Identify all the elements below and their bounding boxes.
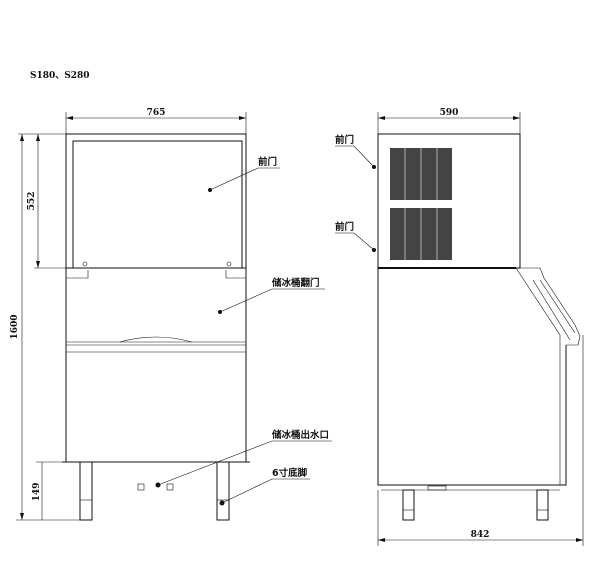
dim-width-side: 590: [440, 108, 459, 118]
label-feet: 6寸底脚: [272, 467, 308, 479]
label-front-door: 前门: [258, 156, 277, 168]
label-front-door-side-2: 前门: [335, 221, 354, 233]
side-view: 590 842 前门 前门: [335, 108, 584, 546]
dim-depth: 842: [471, 530, 490, 540]
dim-width-front: 765: [147, 108, 166, 118]
dim-height-top: 552: [27, 192, 37, 211]
model-title: S180、S280: [30, 71, 90, 81]
label-bin-drain: 储冰桶出水口: [272, 429, 329, 441]
dim-height-total: 1600: [10, 314, 20, 339]
front-view: 765 1600 552 149 前门 储冰桶翻门: [10, 108, 332, 521]
label-front-door-side-1: 前门: [335, 134, 354, 146]
dim-height-feet: 149: [32, 483, 42, 502]
label-bin-door: 储冰桶翻门: [272, 277, 320, 289]
